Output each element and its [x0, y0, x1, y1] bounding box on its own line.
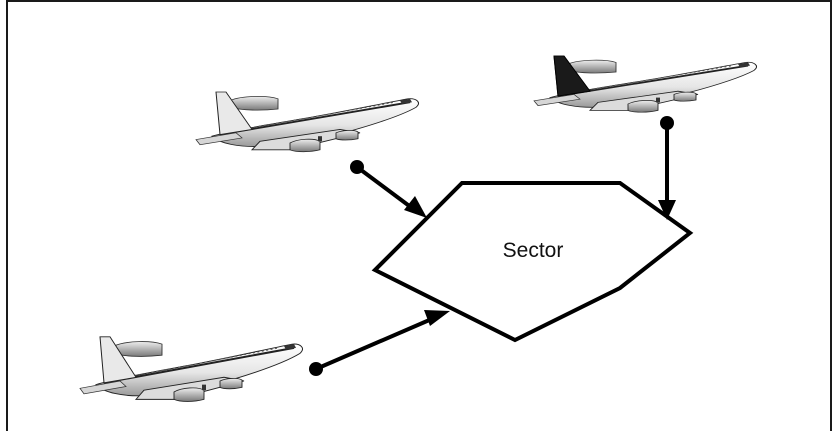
arrowhead: [424, 310, 450, 326]
arrow-top-right: [658, 116, 676, 220]
arrow-bottom-left: [309, 310, 450, 376]
sector-label: Sector: [503, 239, 564, 262]
aircraft-top-right: [532, 54, 758, 114]
arrowhead: [404, 196, 427, 218]
arrowhead: [658, 200, 676, 220]
sector-polygon: [371, 181, 694, 343]
arrow-top-left: [350, 160, 427, 218]
aircraft-bottom-left: [78, 335, 304, 403]
aircraft-top-left: [194, 90, 420, 153]
